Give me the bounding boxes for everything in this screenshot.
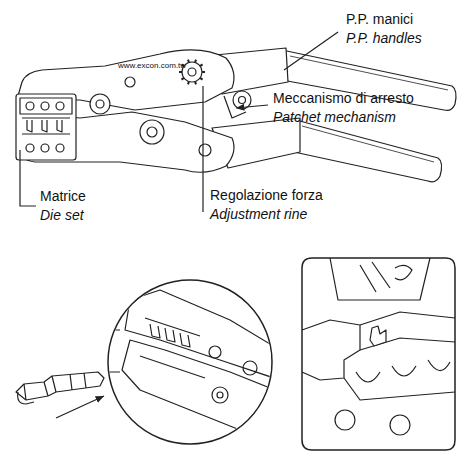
gear-tooth <box>194 60 197 63</box>
part-label: P.P. handles <box>346 31 422 46</box>
gear-tooth <box>194 82 197 85</box>
gear-tooth <box>181 78 183 80</box>
gear-tooth <box>200 78 202 80</box>
part-label: Die set <box>40 208 84 223</box>
die-set <box>16 94 76 160</box>
part-label: Regolazione forza <box>210 188 323 203</box>
part-label: P.P. manici <box>346 12 413 27</box>
part-label: Meccanismo di arresto <box>273 91 414 106</box>
die-detail-view <box>302 258 455 450</box>
leader-line <box>236 105 268 108</box>
gear-tooth <box>202 71 205 73</box>
gear-tooth <box>187 82 190 85</box>
terminal <box>16 372 104 404</box>
leader-line <box>202 86 203 212</box>
part-label: Matrice <box>40 189 86 204</box>
lower-handle <box>294 120 442 182</box>
insertion-arrow <box>56 396 104 418</box>
gear-tooth <box>200 64 202 66</box>
part-label: Adjustment rine <box>210 207 307 222</box>
part-label: Patchet mechanism <box>273 110 396 125</box>
leader-line <box>20 150 36 206</box>
gear-tooth <box>179 71 182 73</box>
gear-tooth <box>187 60 190 63</box>
magnified-view <box>100 280 280 444</box>
leader-line <box>284 32 338 70</box>
watermark: www.excon.com.tw <box>118 62 186 71</box>
